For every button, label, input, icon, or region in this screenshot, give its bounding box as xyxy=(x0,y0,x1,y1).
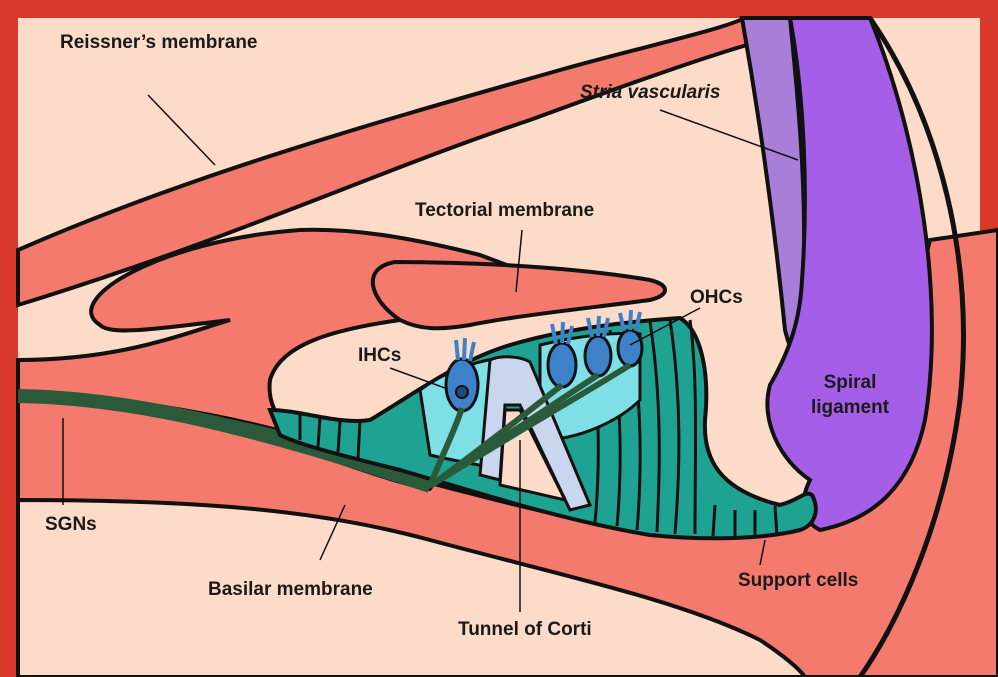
label-tectorial-membrane: Tectorial membrane xyxy=(415,198,594,223)
label-sgns: SGNs xyxy=(45,512,97,537)
label-ihcs: IHCs xyxy=(358,343,401,368)
label-reissners-membrane: Reissner’s membrane xyxy=(60,30,210,55)
label-tunnel-of-corti: Tunnel of Corti xyxy=(458,617,592,642)
ohc-body-1 xyxy=(548,343,576,387)
label-stria-vascularis: Stria vascularis xyxy=(580,80,720,105)
label-ohcs: OHCs xyxy=(690,285,743,310)
ihc-nucleus xyxy=(456,386,468,398)
label-support-cells: Support cells xyxy=(738,568,858,593)
label-basilar-membrane: Basilar membrane xyxy=(208,577,373,602)
ohc-body-3 xyxy=(618,330,642,366)
label-spiral-ligament: Spiral ligament xyxy=(790,370,910,420)
ohc-body-2 xyxy=(585,336,611,376)
